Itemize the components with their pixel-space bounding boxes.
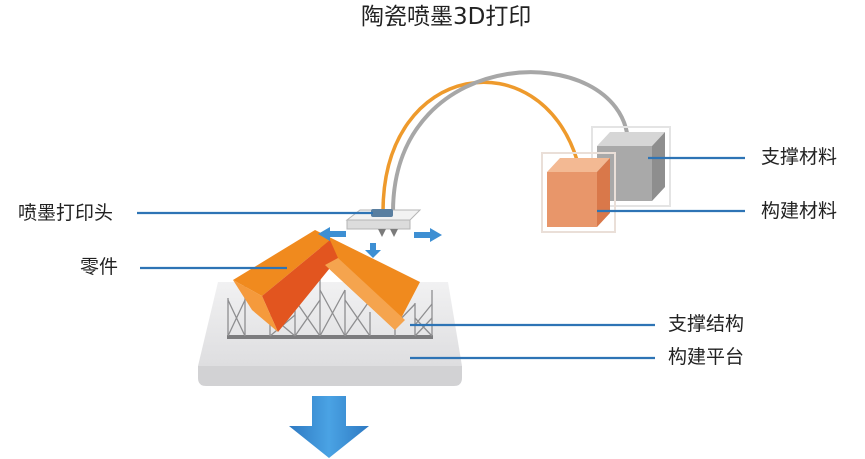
label-build-material: 构建材料 [761,200,838,222]
arrow-right-icon [414,228,442,242]
gray-filament-tube [391,70,630,213]
orange-filament-tube [381,80,579,213]
label-support-structure: 支撑结构 [668,313,745,335]
motion-arrows [318,227,442,258]
part-shape [233,230,420,332]
diagram-title: 陶瓷喷墨3D打印 [361,4,532,30]
label-part: 零件 [80,256,119,278]
label-print-head: 喷墨打印头 [18,202,114,224]
label-support-material: 支撑材料 [761,146,838,168]
arrow-down-small-icon [365,243,381,258]
label-build-platform: 构建平台 [668,346,745,368]
leader-lines [137,156,745,360]
print-head-shape [345,209,422,237]
support-lattice [227,275,433,339]
build-material-cube [541,152,616,233]
arrow-left-icon [318,227,346,241]
down-arrow-icon [289,396,369,458]
build-platform-shape [198,282,462,386]
